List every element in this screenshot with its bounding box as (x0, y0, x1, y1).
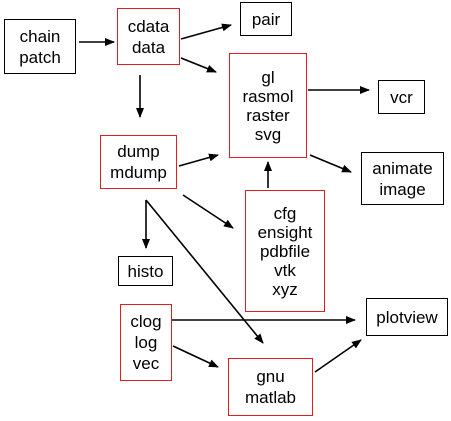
node-line: svg (254, 124, 282, 144)
node-gl-group: gl rasmol raster svg (229, 53, 307, 158)
arrow-cdata-to-pair (180, 23, 232, 40)
node-line: gnu (256, 367, 285, 386)
node-line: ensight (257, 222, 313, 242)
node-line: rasmol (242, 86, 294, 106)
arrow-dump-to-cfg (182, 194, 234, 229)
arrow-gnu-to-plotview (314, 339, 362, 373)
node-line: vec (132, 354, 160, 373)
node-dump-mdump: dump mdump (100, 135, 177, 189)
arrow-dump-to-gl (178, 153, 219, 167)
node-cdata-data: cdata data (117, 8, 180, 65)
node-clog-group: clog log vec (120, 304, 172, 381)
node-animate-image: animate image (361, 152, 444, 205)
arrow-dump-to-gnu (145, 199, 264, 344)
node-plotview: plotview (366, 298, 448, 336)
node-line: log (134, 333, 158, 352)
node-line: cdata (127, 16, 170, 36)
node-gnu-matlab: gnu matlab (228, 358, 313, 416)
node-line: cfg (273, 203, 297, 223)
node-line: matlab (244, 388, 297, 407)
node-line: mdump (110, 163, 167, 182)
node-line: vtk (274, 260, 296, 280)
node-line: chain (19, 26, 61, 46)
node-line: plotview (376, 307, 438, 327)
arrow-clog-to-gnu (172, 345, 219, 368)
node-line: data (131, 37, 166, 57)
node-line: pair (251, 9, 281, 29)
node-vcr: vcr (378, 80, 425, 114)
node-line: vcr (390, 87, 413, 107)
node-cfg-group: cfg ensight pdbfile vtk xyz (245, 190, 325, 312)
arrow-gl-to-animate (309, 154, 352, 173)
node-line: animate (372, 158, 433, 178)
node-line: histo (127, 261, 164, 281)
arrow-cdata-to-gl (180, 57, 217, 73)
node-chain-patch: chain patch (4, 19, 76, 74)
node-line: raster (246, 105, 290, 125)
node-line: gl (261, 67, 275, 87)
node-line: pdbfile (259, 241, 311, 261)
node-pair: pair (240, 2, 292, 36)
node-line: patch (19, 47, 61, 67)
node-line: xyz (272, 279, 298, 299)
node-line: dump (117, 142, 160, 161)
node-histo: histo (118, 256, 173, 286)
node-line: clog (130, 312, 162, 331)
node-line: image (379, 179, 426, 199)
